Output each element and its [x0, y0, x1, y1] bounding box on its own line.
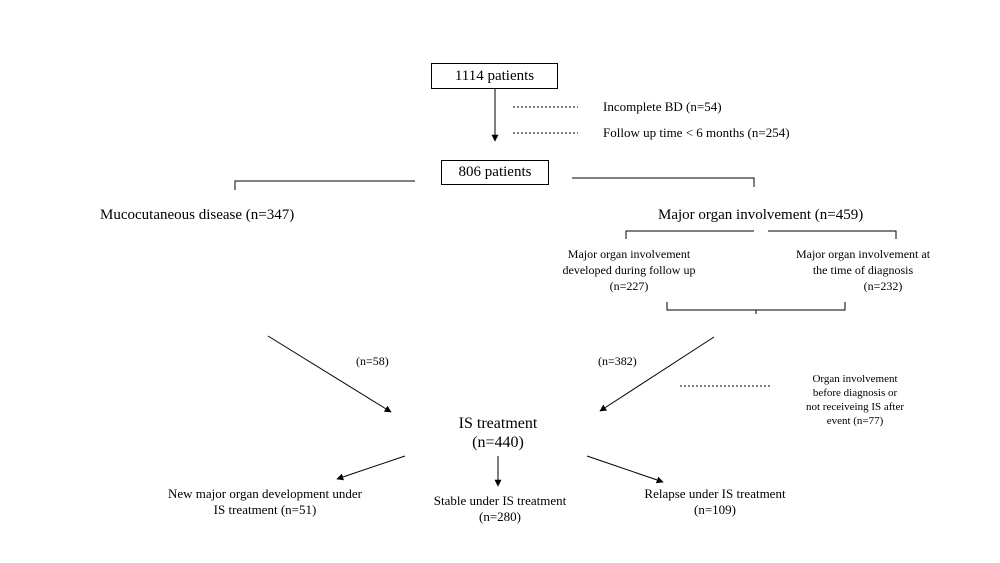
exclusion-followup: Follow up time < 6 months (n=254) [603, 125, 790, 140]
relapse-line1: Relapse under IS treatment [644, 486, 786, 501]
total-patients-label: 1114 patients [454, 68, 535, 84]
exclusion-incomplete: Incomplete BD (n=54) [603, 99, 722, 114]
new-organ-node: New major organ development under IS tre… [130, 486, 400, 518]
arrow-is-to-new [336, 455, 406, 481]
total-patients-box: 1114 patients [431, 63, 558, 89]
organ-excluded-node: Organ involvement before diagnosis or no… [785, 372, 925, 428]
major-organ-label: Major organ involvement (n=459) [658, 207, 864, 223]
at-diagnosis-line1: Major organ involvement at [795, 247, 931, 261]
included-patients-box: 806 patients [441, 160, 549, 185]
organ-excluded-line2: before diagnosis or [812, 387, 898, 399]
at-diagnosis-line3: (n=232) [863, 279, 903, 293]
during-followup-line1: Major organ involvement [567, 247, 691, 261]
stable-node: Stable under IS treatment (n=280) [410, 493, 590, 525]
merge-bracket [666, 302, 846, 311]
is-treatment-line2: (n=440) [472, 434, 524, 451]
organ-excluded-line1: Organ involvement [812, 373, 898, 385]
organ-to-is-count: (n=382) [598, 354, 637, 368]
split-right [572, 177, 755, 187]
during-followup-line3: (n=227) [609, 279, 649, 293]
muco-to-is-count: (n=58) [356, 354, 389, 368]
included-patients-label: 806 patients [458, 164, 532, 180]
is-treatment-line1: IS treatment [458, 415, 538, 432]
during-followup-line2: developed during follow up [562, 263, 696, 277]
organ-bracket-right [768, 230, 897, 239]
arrow-organ-to-is [599, 336, 715, 412]
arrow-is-to-relapse [586, 455, 664, 484]
new-organ-line2: IS treatment (n=51) [213, 502, 317, 517]
organ-excluded-line3: not receiveing IS after [805, 401, 905, 413]
during-followup-node: Major organ involvement developed during… [529, 246, 729, 294]
new-organ-line1: New major organ development under [168, 486, 362, 501]
relapse-node: Relapse under IS treatment (n=109) [615, 486, 815, 518]
split-left [234, 180, 415, 190]
arrow-muco-to-is [267, 335, 392, 413]
organ-bracket-left [625, 230, 754, 239]
stable-line1: Stable under IS treatment [433, 493, 567, 508]
stable-line2: (n=280) [479, 509, 521, 524]
at-diagnosis-line2: the time of diagnosis [812, 263, 914, 277]
organ-excluded-line4: event (n=77) [826, 415, 884, 427]
relapse-line2: (n=109) [694, 502, 736, 517]
is-treatment-node: IS treatment (n=440) [428, 414, 568, 452]
mucocutaneous-label: Mucocutaneous disease (n=347) [100, 207, 295, 223]
at-diagnosis-node: Major organ involvement at the time of d… [763, 246, 963, 294]
